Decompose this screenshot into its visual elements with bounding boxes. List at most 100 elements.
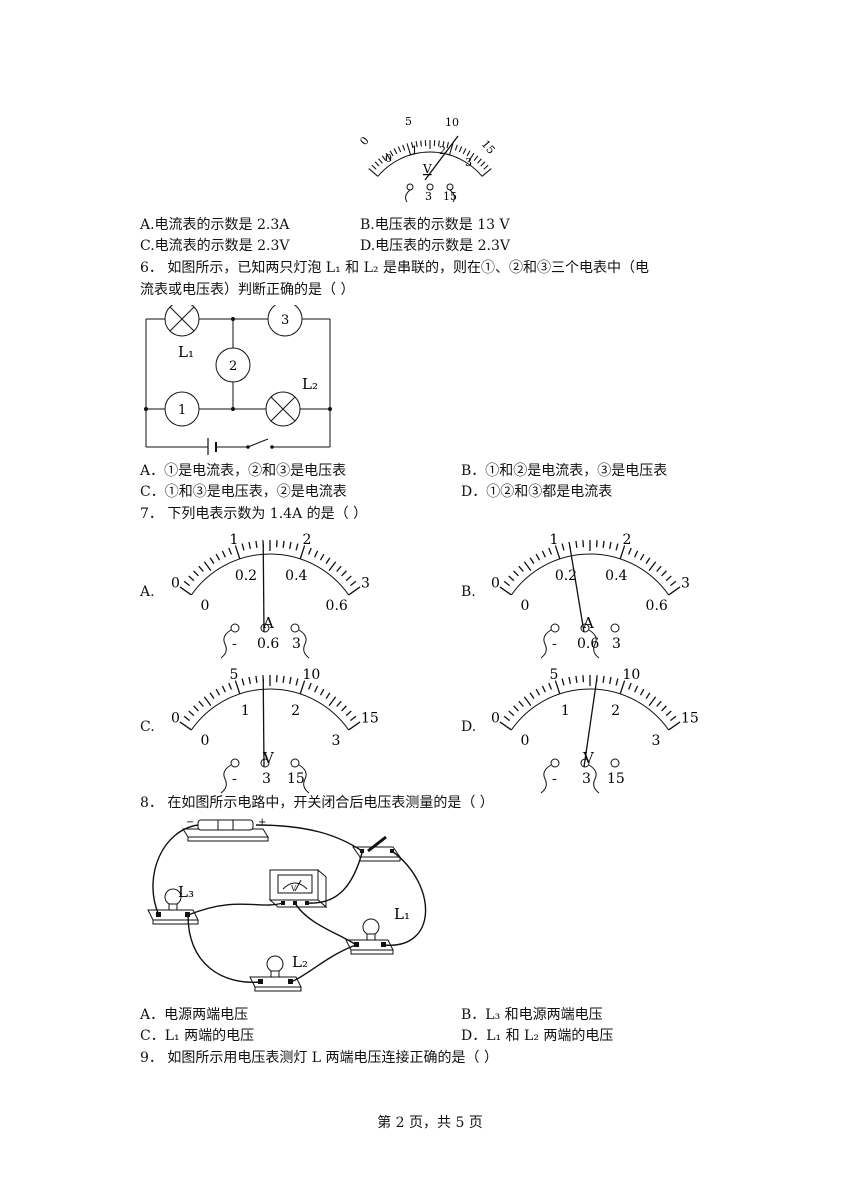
scale-bottom-label: 0.6	[326, 598, 348, 614]
battery-minus: −	[186, 817, 194, 828]
terminal-label: -	[552, 636, 557, 652]
tick	[648, 561, 657, 571]
q6-option-d[interactable]: D．①②和③都是电流表	[461, 484, 613, 500]
tick	[670, 715, 677, 722]
q7-label-b[interactable]: B.	[461, 584, 476, 600]
tick	[255, 540, 258, 548]
scale-top-label: 0	[491, 710, 500, 726]
scale-top-label: 3	[681, 575, 690, 591]
tick	[374, 161, 380, 167]
terminal-3	[426, 183, 434, 191]
tick	[295, 678, 299, 686]
q8-stem: 8． 在如图所示电路中，开关闭合后电压表测量的是（ ）	[140, 795, 494, 811]
tick	[325, 557, 331, 564]
scale-top-10: 10	[445, 116, 459, 129]
q8-option-c[interactable]: C．L₁ 两端的电压	[140, 1028, 255, 1044]
q8-option-b[interactable]: B．L₃ 和电源两端电压	[461, 1007, 603, 1023]
tick	[561, 678, 565, 686]
q6-option-a[interactable]: A．①是电流表，②和③是电压表	[140, 463, 347, 479]
tick	[442, 141, 445, 148]
meter-2-label: 2	[229, 359, 237, 374]
q5-option-b[interactable]: B.电压表的示数是 13 V	[360, 217, 510, 233]
scale-arc	[377, 151, 483, 177]
tick	[215, 688, 221, 696]
wire	[298, 629, 310, 659]
wire	[540, 764, 552, 794]
q7-label-d[interactable]: D.	[461, 719, 477, 735]
tick	[179, 586, 192, 596]
scale-top-label: 2	[622, 532, 631, 548]
tick	[446, 142, 449, 149]
tick	[282, 540, 285, 548]
terminal-label-3: 3	[425, 190, 432, 203]
tick	[289, 541, 292, 550]
tick	[345, 575, 352, 582]
terminal	[610, 758, 620, 768]
meter-2	[215, 347, 251, 383]
scale-bottom-label: 0.6	[646, 598, 668, 614]
tick	[615, 543, 619, 551]
meter-unit: V	[290, 885, 297, 893]
tick	[406, 143, 412, 156]
tick	[368, 168, 379, 177]
tick	[480, 161, 486, 167]
q7-label-a[interactable]: A.	[140, 584, 155, 600]
tick	[350, 715, 357, 722]
tick	[299, 545, 306, 560]
tick	[289, 676, 292, 685]
tick	[575, 540, 578, 548]
lamp-l1	[164, 305, 200, 337]
tick	[619, 545, 626, 560]
terminal-label: -	[552, 771, 557, 787]
q5-option-c[interactable]: C.电流表的示数是 2.3V	[140, 238, 290, 254]
scale-bottom-label: 0	[520, 598, 529, 614]
q8-option-d[interactable]: D．L₁ 和 L₂ 两端的电压	[461, 1028, 614, 1044]
scale-bottom-label: 0	[520, 733, 529, 749]
terminal	[550, 758, 560, 768]
tick	[193, 705, 199, 712]
terminal-label: -	[232, 771, 237, 787]
terminal	[580, 758, 590, 768]
scale-top-label: 2	[302, 532, 311, 548]
q6-option-c[interactable]: C．①和③是电压表，②是电流表	[140, 484, 347, 500]
terminal-minus	[406, 183, 414, 191]
scale-top-label: 3	[361, 575, 370, 591]
tick	[393, 148, 398, 155]
needle	[569, 545, 585, 633]
tick	[639, 688, 645, 696]
scale-bottom-label: 0	[200, 733, 209, 749]
scale-bottom-2: 2	[439, 144, 446, 157]
lamp-l1-label: L₁	[178, 343, 194, 361]
tick	[483, 164, 489, 170]
tick	[477, 158, 482, 164]
meter-3	[267, 305, 303, 337]
terminal-label: 3	[582, 771, 591, 787]
terminal	[290, 623, 300, 633]
needle	[424, 135, 459, 181]
terminal	[550, 623, 560, 633]
tick	[183, 580, 190, 587]
lamp-l2-label: L₂	[302, 375, 318, 393]
page-footer: 第 2 页，共 5 页	[377, 1115, 483, 1131]
tick	[462, 148, 467, 155]
tick	[255, 675, 258, 683]
bulb-l3	[164, 888, 182, 911]
terminal-label: 15	[287, 771, 305, 787]
q9-stem: 9． 如图所示用电压表测灯 L 两端电压连接正确的是（ ）	[140, 1050, 499, 1066]
q7-label-c[interactable]: C.	[140, 719, 155, 735]
q5-option-a[interactable]: A.电流表的示数是 2.3A	[140, 217, 290, 233]
tick	[548, 682, 553, 690]
q8-option-a[interactable]: A．电源两端电压	[140, 1007, 249, 1023]
tick	[639, 553, 645, 561]
q6-circuit-diagram: 3 2 1 L₁ L₂	[144, 305, 332, 455]
tick	[634, 550, 639, 558]
tick	[656, 700, 662, 707]
tick	[341, 705, 347, 712]
scale-bottom-label: 0.2	[235, 568, 257, 584]
q5-option-d[interactable]: D.电压表的示数是 2.3V	[360, 238, 511, 254]
scale-bottom-label: 0.4	[285, 568, 307, 584]
tick	[648, 696, 657, 706]
q6-option-b[interactable]: B．①和②是电流表，③是电压表	[461, 463, 668, 479]
wire	[298, 764, 310, 794]
